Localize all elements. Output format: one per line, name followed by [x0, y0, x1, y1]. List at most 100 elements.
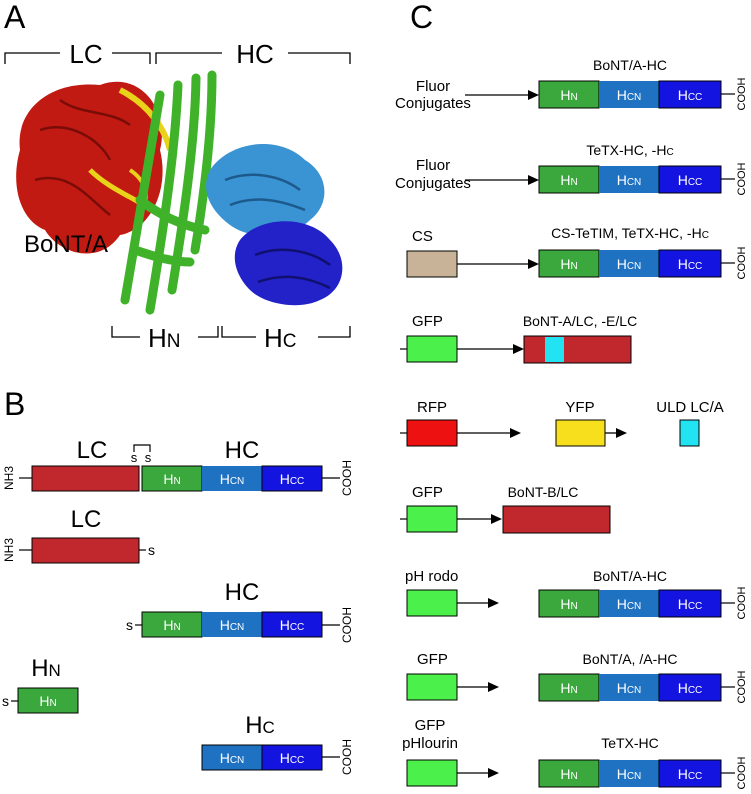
- construct-hc-domain-only: HC HCN HCC COOH: [201, 712, 354, 775]
- hcc-segment: [658, 249, 722, 278]
- cooh-label: COOH: [736, 670, 748, 703]
- construct-c-row-3: CS CS-TeTIM, TeTX-HC, -HC HN HCN HCC COO…: [406, 225, 748, 280]
- hn-segment: [17, 687, 79, 714]
- svg-text:HN: HN: [560, 87, 577, 103]
- gfp-box: [406, 759, 458, 787]
- hcc-segment: [658, 589, 722, 618]
- nh3-label: NH3: [2, 466, 16, 490]
- hn-segment: [538, 165, 600, 194]
- hcn-seg-label: HCN: [220, 617, 245, 633]
- row4-construct-label: BoNT-A/LC, -E/LC: [523, 313, 637, 329]
- svg-text:HCN: HCN: [617, 256, 642, 272]
- row7-construct-label: BoNT/A-HC: [593, 568, 667, 584]
- cs-box: [406, 250, 458, 278]
- gfp-box: [406, 335, 458, 363]
- svg-text:HCC: HCC: [678, 680, 703, 696]
- hcc-seg-label: HCC: [280, 617, 305, 633]
- row9-construct-label: TeTX-HC: [601, 735, 659, 751]
- lc-bracket-label: LC: [69, 39, 102, 69]
- s-terminal: s: [148, 542, 155, 558]
- hn-bracket-label: HN: [148, 323, 181, 353]
- hcn-seg-label: HCN: [220, 471, 245, 487]
- s-terminal: s: [126, 617, 133, 633]
- disulfide-s-left: s: [131, 450, 138, 465]
- s-terminal: s: [2, 693, 9, 709]
- hc-only-title: HC: [225, 579, 260, 606]
- hcn-segment: [599, 250, 659, 277]
- construct-c-row-7: pH rodo BoNT/A-HC HN HCN HCC COOH: [405, 568, 748, 620]
- arrow-head: [513, 344, 524, 354]
- hcn-seg-label: HCN: [220, 750, 245, 766]
- svg-text:HCN: HCN: [617, 680, 642, 696]
- svg-text:HCN: HCN: [617, 596, 642, 612]
- cyan-insert: [545, 337, 564, 362]
- row1-left-line2: Conjugates: [395, 95, 471, 112]
- panel-b-letter: B: [4, 386, 25, 422]
- nh3-label: NH3: [2, 538, 16, 562]
- svg-text:HN: HN: [560, 256, 577, 272]
- row9-left-line2: pHlourin: [402, 735, 458, 752]
- lc-only-title: LC: [71, 506, 102, 533]
- gfp-box: [406, 505, 458, 533]
- hcn-segment: [599, 760, 659, 787]
- arrow-head: [528, 90, 539, 100]
- hn-seg-label: HN: [163, 617, 180, 633]
- arrow-head: [528, 259, 539, 269]
- svg-text:HN: HN: [560, 680, 577, 696]
- hcc-segment: [261, 465, 323, 492]
- row1-left-line1: Fluor: [416, 78, 450, 95]
- hn-segment: [538, 80, 600, 109]
- hcc-segment: [658, 80, 722, 109]
- construct-c-row-1: Fluor Conjugates BoNT/A-HC HN HCN HCC CO…: [395, 57, 748, 112]
- panel-a-letter: A: [4, 0, 26, 35]
- svg-text:HCC: HCC: [678, 256, 703, 272]
- hc-domain-only-title: HC: [245, 712, 275, 739]
- hn-seg-label: HN: [163, 471, 180, 487]
- hcn-segment: [599, 166, 659, 193]
- construct-hc-only: HC s HN HCN HCC COOH: [126, 579, 354, 643]
- row2-left-line1: Fluor: [416, 157, 450, 174]
- lc-segment: [502, 505, 611, 534]
- row2-construct-label: TeTX-HC, -HC: [586, 142, 673, 158]
- hcn-segment: [201, 744, 263, 771]
- hcc-seg-label: HCC: [280, 471, 305, 487]
- row8-construct-label: BoNT/A, /A-HC: [583, 651, 678, 667]
- hn-only-title: HN: [31, 655, 61, 682]
- hcn-segment: [202, 612, 262, 637]
- hc-domain-bracket-label: HC: [264, 323, 297, 353]
- row6-left-label: GFP: [412, 484, 443, 501]
- arrow-head: [488, 682, 499, 692]
- arrow-head: [616, 428, 627, 438]
- row2-left-line2: Conjugates: [395, 175, 471, 192]
- construct-c-row-9: GFP pHlourin TeTX-HC HN HCN HCC COOH: [402, 717, 748, 790]
- cooh-label: COOH: [736, 586, 748, 619]
- gfp-box: [406, 673, 458, 701]
- row9-left-line1: GFP: [415, 717, 446, 734]
- disulfide-s-right: s: [145, 450, 152, 465]
- hc-bracket-label: HC: [236, 39, 274, 69]
- row3-left-label: CS: [412, 228, 433, 245]
- svg-text:HN: HN: [560, 766, 577, 782]
- svg-text:HCC: HCC: [678, 87, 703, 103]
- cooh-label: COOH: [340, 460, 354, 496]
- arrow-head: [488, 598, 499, 608]
- hcn-segment: [599, 674, 659, 701]
- cooh-label: COOH: [340, 607, 354, 643]
- yfp-label: YFP: [565, 399, 594, 416]
- svg-text:HCC: HCC: [678, 172, 703, 188]
- svg-text:HN: HN: [560, 172, 577, 188]
- arrow-head: [528, 175, 539, 185]
- hcc-subdomain-ribbon: [234, 221, 343, 306]
- bont-a-structure: [16, 70, 343, 315]
- construct-c-row-2: Fluor Conjugates TeTX-HC, -HC HN HCN HCC…: [395, 142, 748, 196]
- construct-c-row-8: GFP BoNT/A, /A-HC HN HCN HCC COOH: [406, 651, 748, 704]
- hcc-segment: [261, 744, 323, 771]
- construct-full-bont: LC HC s s NH3 HN HCN HCC COOH: [2, 437, 354, 496]
- hcc-segment: [261, 611, 323, 638]
- cooh-label: COOH: [736, 756, 748, 789]
- lc-segment: [31, 537, 140, 564]
- svg-text:HN: HN: [560, 596, 577, 612]
- row3-construct-label: CS-TeTIM, TeTX-HC, -HC: [551, 225, 709, 241]
- hn-segment: [141, 465, 203, 492]
